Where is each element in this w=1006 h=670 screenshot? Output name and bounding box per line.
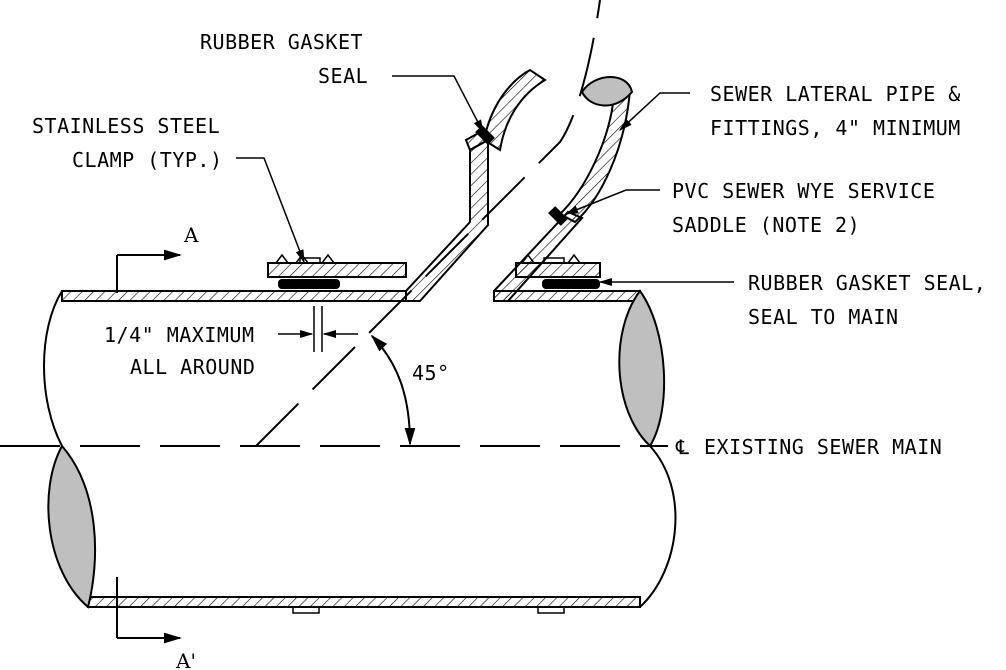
clamp-head-right xyxy=(543,257,565,264)
label-clamp-2: CLAMP (TYP.) xyxy=(72,148,223,172)
saddle-plate-left xyxy=(267,262,407,278)
main-left-end-top xyxy=(43,290,63,447)
angle-arc xyxy=(370,334,416,446)
main-left-end-lens xyxy=(47,444,97,609)
clamp-bolts-right xyxy=(521,253,581,264)
label-gasket-main-2: SEAL TO MAIN xyxy=(748,305,899,329)
label-gasket-main-1: RUBBER GASKET SEAL, xyxy=(748,271,986,295)
section-cut-bottom: A' xyxy=(116,577,196,670)
lateral-upper-right-wall xyxy=(558,88,632,224)
label-gasket-top-2: SEAL xyxy=(318,64,368,88)
label-gasket-top-1: RUBBER GASKET xyxy=(200,30,363,54)
wye-lateral xyxy=(267,68,634,302)
leader-clamp xyxy=(236,157,305,264)
label-saddle-1: PVC SEWER WYE SERVICE xyxy=(672,179,935,203)
label-lateral-2: FITTINGS, 4" MINIMUM xyxy=(710,116,961,140)
centerline-symbol: ℄ xyxy=(675,435,689,459)
lateral-left-wall xyxy=(405,138,489,302)
label-lateral-1: SEWER LATERAL PIPE & xyxy=(710,82,961,106)
section-label-top: A xyxy=(183,223,199,247)
main-right-end-bottom xyxy=(639,445,677,608)
bottom-pad-right xyxy=(537,606,565,614)
gasket-left xyxy=(278,279,340,289)
bottom-pad-left xyxy=(292,606,320,614)
main-right-end-lens xyxy=(618,289,666,448)
lateral-cut-end xyxy=(580,76,634,107)
lateral-upper-left-wall xyxy=(482,68,547,152)
leader-lateral xyxy=(619,92,690,131)
main-bottom-wall xyxy=(87,596,641,608)
label-centerline: EXISTING SEWER MAIN xyxy=(704,435,942,459)
saddle-plate-right xyxy=(515,262,601,278)
gasket-lateral-saddle xyxy=(548,206,568,226)
lateral-centerline xyxy=(255,0,601,447)
label-saddle-2: SADDLE (NOTE 2) xyxy=(672,213,860,237)
clamp-bolts-left xyxy=(275,253,335,264)
section-label-bottom: A' xyxy=(175,649,196,670)
leader-gasket-top xyxy=(392,75,484,134)
section-cut-top: A xyxy=(116,223,199,293)
sewer-main-pipe xyxy=(43,289,677,614)
label-gap-1: 1/4" MAXIMUM xyxy=(104,323,255,347)
main-top-wall-left xyxy=(61,290,407,302)
label-gap-2: ALL AROUND xyxy=(130,355,255,379)
leader-saddle xyxy=(564,189,660,215)
gasket-right xyxy=(542,279,600,289)
angle-label: 45° xyxy=(412,361,450,385)
label-clamp-1: STAINLESS STEEL xyxy=(32,114,220,138)
